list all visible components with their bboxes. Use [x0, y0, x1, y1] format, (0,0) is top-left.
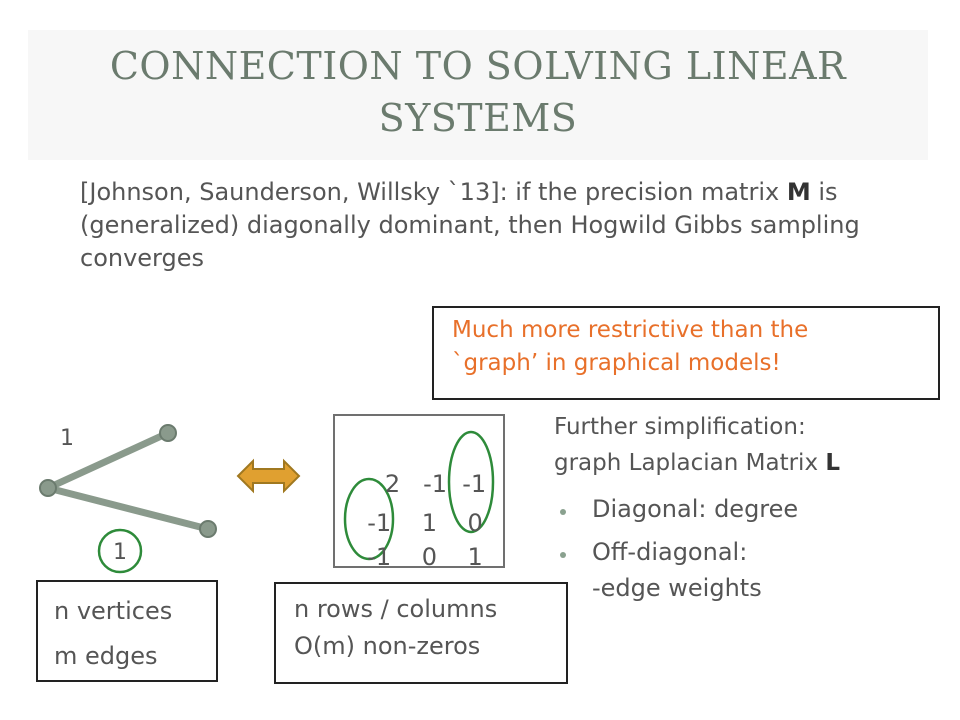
intro-part-2: is (generalized) diagonally dominant, th…	[80, 178, 860, 272]
callout-line-2: `graph’ in graphical models!	[452, 350, 781, 376]
edge-weight-highlight	[97, 528, 143, 574]
matrix-cell: -1	[423, 470, 447, 498]
double-arrow-icon	[236, 458, 301, 494]
matrix-cell: 0	[414, 543, 437, 571]
matrix-row-3: -1 0 1	[352, 515, 483, 571]
bullet-dot-icon	[560, 552, 566, 558]
matrix-cell: 2	[377, 470, 401, 498]
matrix-cell: 0	[459, 509, 483, 537]
callout-line-1: Much more restrictive than the	[452, 317, 809, 343]
matrix-cell: 1	[414, 509, 437, 537]
side-heading-bold-l: L	[825, 450, 841, 476]
matrix-size-line-2: O(m) non-zeros	[294, 632, 481, 660]
callout-text: Much more restrictive than the `graph’ i…	[452, 314, 942, 380]
graph-size-box	[36, 580, 218, 682]
callout-box	[432, 306, 940, 400]
graph-size-line-2: m edges	[54, 642, 158, 670]
matrix-size-line-1: n rows / columns	[294, 595, 498, 623]
title-band	[28, 30, 928, 160]
matrix-cell: -1	[462, 470, 487, 498]
intro-part-1: [Johnson, Saunderson, Willsky `13]: if t…	[80, 178, 787, 206]
graph-edge-upper	[44, 429, 172, 492]
slide-title: CONNECTION TO SOLVING LINEAR SYSTEMS	[28, 40, 928, 144]
bullet-diagonal: Diagonal: degree	[592, 495, 799, 523]
title-line-1: CONNECTION TO SOLVING LINEAR	[109, 44, 847, 88]
matrix-row-2: -1 1 0	[352, 481, 483, 537]
intro-bold-m: M	[786, 178, 811, 206]
graph-size-line-1: n vertices	[54, 597, 173, 625]
bullet-off-diagonal: Off-diagonal:	[592, 538, 748, 566]
graph-vertex-left	[39, 479, 57, 497]
side-heading-line-2: graph Laplacian Matrix L	[554, 450, 840, 476]
edge-weight-top: 1	[60, 426, 74, 451]
matrix-cell: 1	[459, 543, 483, 571]
matrix-box	[333, 414, 505, 568]
matrix-highlight-ring	[343, 477, 395, 561]
side-heading-line-1: Further simplification:	[554, 414, 806, 440]
bullet-off-diagonal-cont: -edge weights	[592, 574, 762, 602]
intro-paragraph: [Johnson, Saunderson, Willsky `13]: if t…	[80, 176, 920, 275]
side-heading-text: graph Laplacian Matrix	[554, 450, 826, 476]
title-line-2: SYSTEMS	[378, 96, 578, 140]
matrix-cell: -1	[367, 543, 392, 571]
bullet-dot-icon	[560, 509, 566, 515]
matrix-cell: -1	[367, 509, 392, 537]
matrix-size-box	[274, 582, 568, 684]
matrix-row-1: 2 -1 -1	[362, 442, 486, 498]
matrix-highlight-ring	[447, 430, 495, 534]
graph-vertex-right	[199, 520, 217, 538]
edge-weight-bottom: 1	[113, 540, 127, 565]
graph-vertex-top	[159, 424, 177, 442]
graph-edge-lower	[44, 484, 212, 533]
